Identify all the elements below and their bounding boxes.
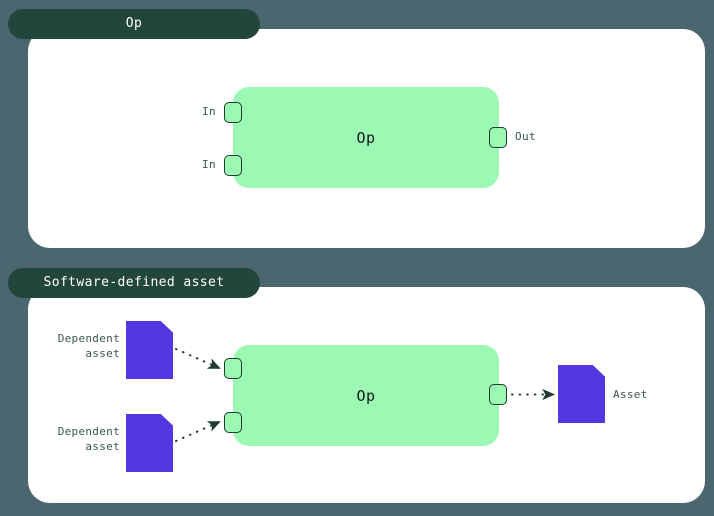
port-in-2-top[interactable] [224, 155, 242, 176]
port-out-1-top-label: Out [515, 130, 537, 143]
port-out-1-bottom[interactable] [489, 384, 507, 405]
dependent-asset-1-icon[interactable] [126, 321, 173, 379]
output-asset-label: Asset [613, 388, 648, 401]
port-in-2-bottom[interactable] [224, 412, 242, 433]
port-in-1-bottom[interactable] [224, 358, 242, 379]
dependent-asset-2-icon[interactable] [126, 414, 173, 472]
dependent-asset-1-label: Dependent asset [57, 332, 120, 360]
op-node-bottom[interactable]: Op [233, 345, 499, 446]
port-in-1-top[interactable] [224, 102, 242, 123]
op-node-top[interactable]: Op [233, 87, 499, 188]
output-asset-icon[interactable] [558, 365, 605, 423]
port-in-1-top-label: In [201, 105, 216, 118]
op-node-bottom-label: Op [356, 386, 376, 405]
tab-op[interactable]: Op [8, 9, 260, 39]
port-out-1-top[interactable] [489, 127, 507, 148]
tab-software-defined-asset[interactable]: Software-defined asset [8, 268, 260, 298]
port-in-2-top-label: In [201, 158, 216, 171]
op-node-top-label: Op [356, 128, 376, 147]
dependent-asset-2-label: Dependent asset [57, 425, 120, 453]
